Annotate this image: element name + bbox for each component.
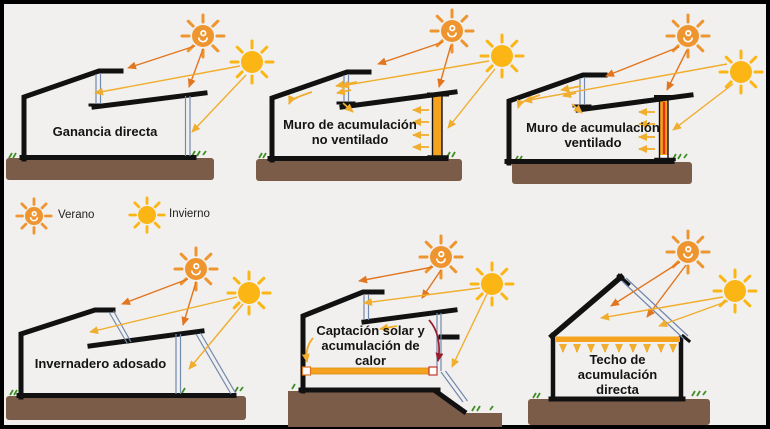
grass: [8, 150, 207, 159]
summer-ray-arrows: [605, 46, 688, 91]
panel-title-ganancia-directa: Ganancia directa: [52, 124, 158, 139]
panel-muro-no-ventilado: [256, 8, 525, 181]
winter-sun-icon: [229, 39, 275, 85]
summer-ray-arrows: [358, 266, 442, 299]
ground: [6, 158, 214, 180]
slab-end-right: [428, 366, 438, 376]
ground: [256, 159, 462, 181]
winter-ray-arrows: [94, 65, 247, 133]
legend: [15, 196, 166, 235]
winter-ray-arrows: [89, 296, 244, 370]
winter-ray-arrows: [340, 60, 496, 129]
winter-sun-icon: [718, 49, 764, 95]
legend-summer-label: Verano: [58, 209, 95, 221]
house-outline: [267, 69, 458, 163]
glazing: [108, 310, 237, 395]
summer-ray-arrows: [121, 278, 197, 326]
red-annotation-arrow: [428, 319, 444, 362]
winter-sun-icon: [469, 261, 515, 307]
slab-end-left: [301, 366, 312, 376]
grass: [9, 386, 244, 396]
panel-ganancia-directa: [6, 13, 275, 180]
glazing: [95, 74, 191, 156]
bottom-vent: [660, 155, 668, 159]
panel-invernadero-adosado: [6, 246, 272, 420]
ceiling-band: [556, 336, 680, 342]
ground: [6, 396, 246, 420]
summer-ray-arrows: [377, 41, 452, 88]
panel-title-invernadero-adosado: Invernadero adosado: [34, 356, 167, 371]
panel-muro-ventilado: [504, 13, 764, 184]
grass: [291, 383, 494, 412]
summer-sun-icon: [665, 229, 711, 275]
ground: [512, 162, 692, 184]
house-outline: [548, 273, 692, 402]
heat-flow-arrows: [516, 84, 655, 153]
summer-ray-arrows: [610, 261, 687, 318]
grass: [532, 390, 707, 399]
winter-sun-icon: [712, 268, 758, 314]
winter-sun-icon: [479, 33, 525, 79]
grass: [258, 151, 456, 159]
heat-flow-arrows: [288, 80, 429, 151]
legend-winter-label: Invierno: [169, 208, 210, 220]
ground: [528, 399, 710, 425]
panel-title-muro-no-ventilado: Muro de acumulación no ventilado: [283, 117, 417, 147]
summer-sun-icon: [180, 13, 226, 59]
house-outline: [298, 289, 460, 394]
winter-ray-arrows: [523, 63, 734, 131]
summer-sun-icon: [418, 234, 464, 280]
legend-winter-sun-icon: [128, 196, 166, 234]
greenhouse-glazing: [195, 332, 237, 395]
panel-captacion-solar: [288, 234, 515, 427]
ground-hill: [288, 391, 502, 427]
house-outline: [504, 72, 694, 166]
summer-sun-icon: [665, 13, 711, 59]
legend-summer-sun-icon: [15, 197, 53, 235]
glazing: [343, 75, 350, 101]
grass: [514, 153, 688, 162]
house-outline: [16, 307, 237, 400]
summer-ray-arrows: [127, 45, 204, 88]
summer-sun-icon: [429, 8, 475, 54]
house-outline: [19, 68, 208, 162]
panel-title-captacion-solar: Captación solar y acumulación de calor: [316, 323, 425, 368]
summer-sun-icon: [173, 246, 219, 292]
ceiling-heat-arrows: [559, 344, 677, 353]
hill-edge: [432, 387, 468, 416]
winter-ray-arrows: [600, 296, 729, 328]
panel-title-techo-acumulacion: Techo de acumulación directa: [577, 352, 658, 397]
trombe-wall: [433, 96, 442, 156]
panel-techo-acumulacion: [528, 229, 758, 425]
heat-storage-slab: [302, 367, 438, 375]
winter-sun-icon: [226, 270, 272, 316]
winter-ray-arrows: [363, 287, 488, 368]
heat-flow-arrows: [301, 323, 398, 363]
panel-title-muro-ventilado: Muro de acumulación ventilado: [526, 120, 660, 150]
